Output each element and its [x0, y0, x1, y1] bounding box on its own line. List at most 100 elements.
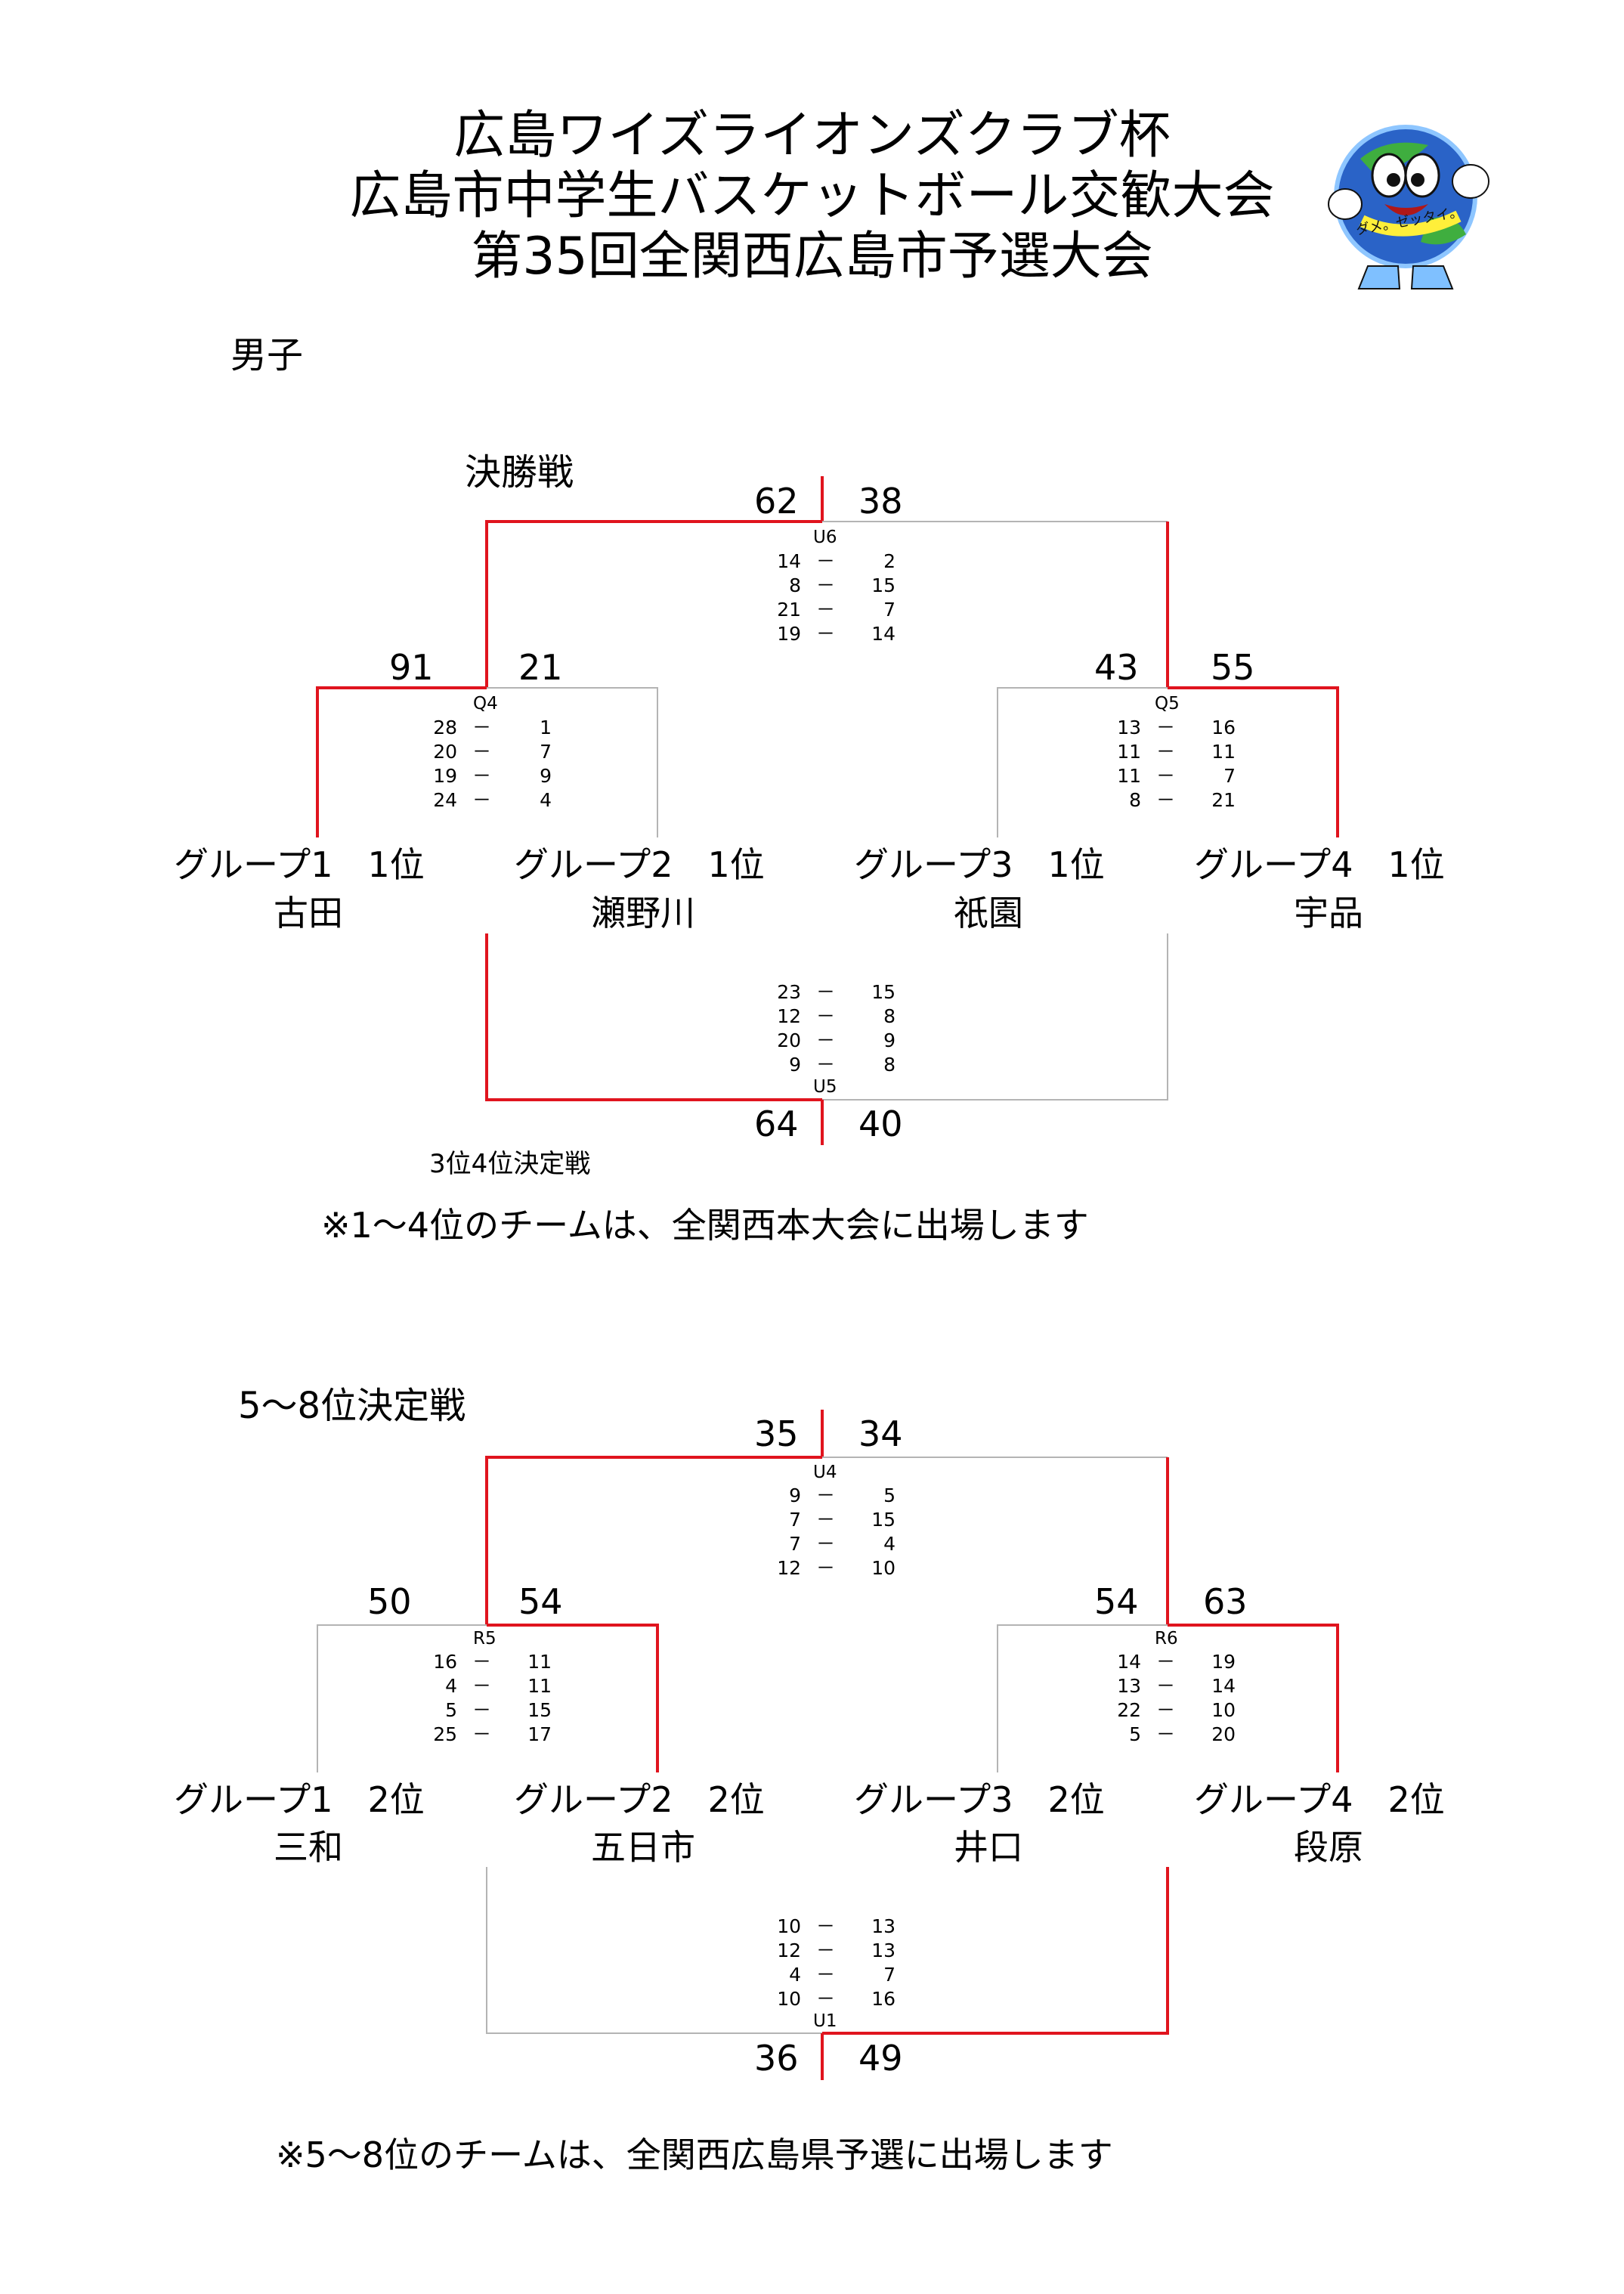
quarter-left: 14	[1117, 1651, 1141, 1673]
final-code: U6	[813, 528, 837, 547]
seventh-place-code: U1	[813, 2011, 837, 2031]
quarter-right: 16	[1211, 717, 1236, 738]
quarter-row: 5－20	[1129, 1723, 1236, 1745]
placement-final-left-total: 35	[754, 1413, 799, 1454]
semi-left-code: Q4	[473, 694, 498, 714]
quarter-left: 12	[777, 1005, 801, 1027]
quarter-row: 9－5	[789, 1484, 896, 1506]
quarter-row: 7－4	[789, 1533, 896, 1555]
bottom-seventh-place-lines	[486, 1867, 1169, 2080]
placement-semi-left-left-total: 50	[367, 1581, 412, 1622]
quarter-left: 20	[777, 1029, 801, 1051]
placement-semi-right-left-total: 54	[1094, 1581, 1139, 1622]
bottom-semi-right-lines	[997, 1624, 1339, 1772]
semi-right-code: Q5	[1155, 694, 1180, 714]
quarter-right: 14	[871, 623, 896, 645]
quarter-right: 15	[871, 981, 896, 1003]
quarter-row: 4－11	[445, 1675, 552, 1697]
quarter-left: 10	[777, 1988, 801, 2010]
team-group-label: グループ1 2位	[174, 1772, 425, 1822]
quarter-left: 4	[445, 1675, 457, 1697]
quarter-row: 4－7	[789, 1964, 896, 1986]
team-school: 三和	[274, 1827, 343, 1868]
final-quarters: 14－2 8－15 21－7 19－14	[752, 550, 896, 646]
seventh-place-quarters: 10－13 12－13 4－7 10－16	[752, 1915, 896, 2011]
quarter-row: 22－10	[1117, 1699, 1236, 1721]
placement-semi-left-code: R5	[473, 1629, 496, 1649]
quarter-right: 15	[527, 1699, 552, 1721]
quarter-right: 20	[1211, 1723, 1236, 1745]
quarter-left: 5	[445, 1699, 457, 1721]
quarter-left: 16	[433, 1651, 457, 1673]
placement-semi-right-right-total: 63	[1203, 1581, 1248, 1622]
team-group-label: グループ2 1位	[514, 837, 765, 887]
quarter-right: 11	[527, 1675, 552, 1697]
quarter-left: 12	[777, 1557, 801, 1579]
quarter-right: 11	[527, 1651, 552, 1673]
quarter-right: 5	[883, 1484, 896, 1506]
team-rank: 1位	[1047, 844, 1105, 885]
third-place-right-total: 40	[858, 1104, 903, 1144]
third-place-quarters: 23－15 12－8 20－9 9－8	[752, 980, 896, 1077]
quarter-row: 21－7	[777, 599, 896, 621]
quarter-row: 28－1	[433, 717, 552, 738]
team-school: 宇品	[1294, 893, 1363, 933]
quarter-left: 11	[1117, 741, 1141, 763]
team-rank: 2位	[707, 1779, 765, 1820]
semi-right-quarters: 13－16 11－11 11－7 8－21	[1092, 716, 1236, 813]
team-group: グループ2	[514, 1779, 673, 1820]
quarter-right: 19	[1211, 1651, 1236, 1673]
team-group: グループ1	[174, 844, 333, 885]
team-group-label: グループ1 1位	[174, 837, 425, 887]
quarter-left: 4	[789, 1964, 801, 1986]
quarter-right: 9	[540, 765, 552, 787]
quarter-row: 12－8	[777, 1005, 896, 1027]
seventh-place-left-total: 36	[754, 2038, 799, 2079]
quarter-right: 4	[883, 1533, 896, 1555]
quarter-left: 23	[777, 981, 801, 1003]
quarter-right: 2	[883, 550, 896, 572]
team-group: グループ4	[1194, 844, 1353, 885]
quarter-right: 8	[883, 1054, 896, 1076]
quarter-right: 8	[883, 1005, 896, 1027]
mascot-logo: ダメ。ゼッタイ。	[1328, 125, 1489, 289]
bottom-final-lines	[485, 1410, 1169, 1625]
quarter-right: 15	[871, 1509, 896, 1531]
quarter-right: 21	[1211, 789, 1236, 811]
quarter-row: 19－14	[777, 623, 896, 645]
quarter-row: 20－7	[433, 741, 552, 763]
placement-semi-right-quarters: 14－19 13－14 22－10 5－20	[1092, 1650, 1236, 1747]
quarter-left: 9	[789, 1054, 801, 1076]
placement-semi-left-quarters: 16－11 4－11 5－15 25－17	[408, 1650, 552, 1747]
quarter-left: 14	[777, 550, 801, 572]
quarter-left: 7	[789, 1509, 801, 1531]
team-group: グループ3	[854, 1779, 1013, 1820]
quarter-left: 13	[1117, 717, 1141, 738]
quarter-right: 13	[871, 1915, 896, 1937]
semi-left-left-total: 91	[389, 647, 434, 688]
team-group-label: グループ2 2位	[514, 1772, 765, 1822]
quarter-left: 7	[789, 1533, 801, 1555]
team-group-label: グループ3 1位	[854, 837, 1105, 887]
quarter-right: 7	[1223, 765, 1236, 787]
semi-left-quarters: 28－1 20－7 19－9 24－4	[408, 716, 552, 813]
quarter-row: 12－13	[777, 1940, 896, 1961]
quarter-row: 24－4	[433, 789, 552, 811]
quarter-left: 21	[777, 599, 801, 621]
team-group-label: グループ3 2位	[854, 1772, 1105, 1822]
quarter-row: 7－15	[789, 1509, 896, 1531]
quarter-left: 20	[433, 741, 457, 763]
team-school: 祇園	[954, 893, 1023, 933]
third-place-code: U5	[813, 1077, 837, 1097]
quarter-row: 25－17	[433, 1723, 552, 1745]
semi-right-left-total: 43	[1094, 647, 1139, 688]
quarter-row: 11－7	[1117, 765, 1236, 787]
quarter-row: 5－15	[445, 1699, 552, 1721]
top-semi-right-lines	[997, 686, 1339, 837]
quarter-right: 10	[1211, 1699, 1236, 1721]
quarter-row: 8－21	[1129, 789, 1236, 811]
quarter-right: 1	[540, 717, 552, 738]
quarter-row: 8－15	[789, 574, 896, 596]
quarter-row: 14－19	[1117, 1651, 1236, 1673]
